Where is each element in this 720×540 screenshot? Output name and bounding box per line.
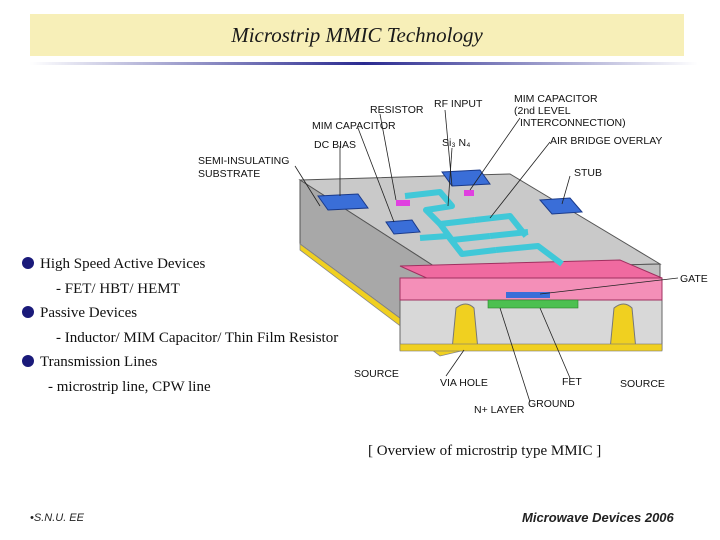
title-divider (30, 61, 698, 67)
label-semi-insulating-2: SUBSTRATE (198, 168, 260, 180)
capacitor-element (464, 190, 474, 196)
bullet-subitem: - FET/ HBT/ HEMT (22, 277, 338, 302)
label-stub: STUB (574, 167, 602, 179)
label-semi-insulating-1: SEMI-INSULATING (198, 155, 289, 167)
bullet-list: High Speed Active Devices - FET/ HBT/ HE… (22, 252, 338, 399)
label-mim-capacitor-2nd-1: MIM CAPACITOR (514, 93, 598, 105)
bullet-dot-icon (22, 355, 34, 367)
via-hole-left (452, 304, 478, 350)
bullet-dot-icon (22, 257, 34, 269)
n-layer (488, 300, 578, 308)
bullet-subitem: - Inductor/ MIM Capacitor/ Thin Film Res… (22, 326, 338, 351)
label-si3n4: Si₃ N₄ (442, 137, 470, 149)
label-rf-input: RF INPUT (434, 98, 483, 110)
label-via-hole: VIA HOLE (440, 377, 488, 389)
page-title: Microstrip MMIC Technology (30, 23, 684, 48)
fet-gate (506, 292, 550, 298)
label-ground: GROUND (528, 398, 575, 410)
label-gate: GATE (680, 273, 708, 285)
footer-left: •S.N.U. EE (30, 512, 84, 524)
label-fet: FET (562, 376, 582, 388)
label-mim-capacitor-2nd-2: (2nd LEVEL (514, 105, 571, 117)
label-mim-capacitor-2nd-3: INTERCONNECTION) (520, 117, 626, 129)
via-hole-right (610, 304, 636, 350)
bullet-item: Transmission Lines (22, 350, 338, 375)
gold-bottom (400, 344, 662, 351)
bullet-dot-icon (22, 306, 34, 318)
label-source-right: SOURCE (620, 378, 665, 390)
label-source-left: SOURCE (354, 368, 399, 380)
label-resistor: RESISTOR (370, 104, 424, 116)
footer-right: Microwave Devices 2006 (522, 510, 674, 525)
bullet-subitem: - microstrip line, CPW line (22, 375, 338, 400)
figure-caption: [ Overview of microstrip type MMIC ] (368, 443, 601, 460)
label-mim-capacitor: MIM CAPACITOR (312, 120, 396, 132)
label-n-layer: N+ LAYER (474, 404, 525, 416)
label-air-bridge: AIR BRIDGE OVERLAY (550, 135, 662, 147)
label-dc-bias: DC BIAS (314, 139, 356, 151)
title-banner: Microstrip MMIC Technology (30, 14, 684, 56)
bullet-item: Passive Devices (22, 301, 338, 326)
resistor-element (396, 200, 410, 206)
bullet-item: High Speed Active Devices (22, 252, 338, 277)
